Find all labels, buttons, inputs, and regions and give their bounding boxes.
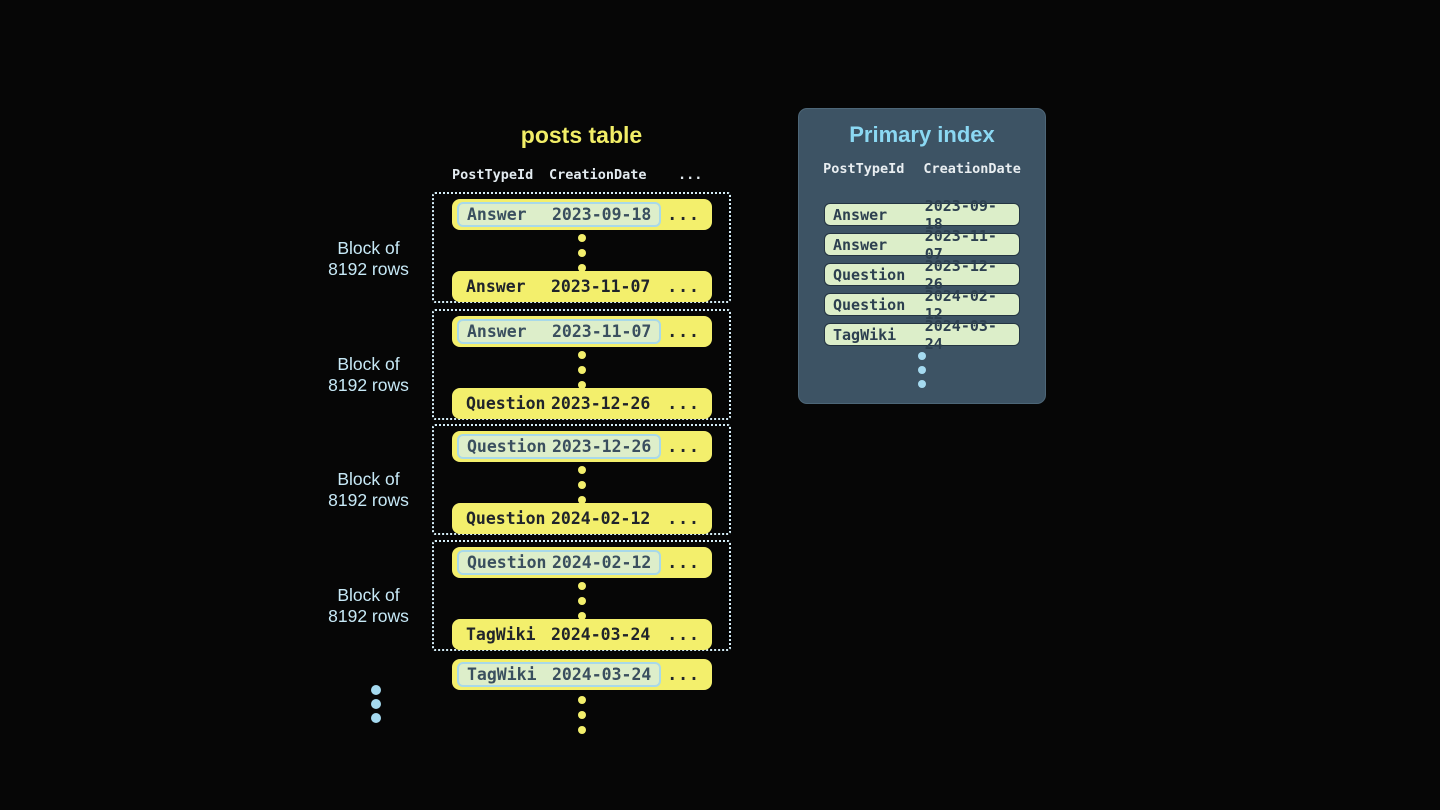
highlighted-index-entry: Question 2024-02-12 <box>457 550 662 575</box>
hidden-rows-dots <box>434 466 729 504</box>
entry-creationdate: 2023-09-18 <box>924 196 997 233</box>
column-header-posttypeid: PostTypeId <box>452 167 534 183</box>
block-label-line2: 8192 rows <box>328 606 409 626</box>
table-row: Question 2024-02-12 ... <box>452 503 712 534</box>
posts-block-2: Answer 2023-11-07 ... Question 2023-12-2… <box>432 309 731 420</box>
index-entry: Question 2023-12-26 <box>824 257 1020 293</box>
row-creationdate: 2023-12-26 <box>552 437 652 456</box>
block-label-line2: 8192 rows <box>328 259 409 279</box>
more-rows-dots <box>432 696 731 734</box>
index-entry: Answer 2023-09-18 <box>824 197 1020 233</box>
entry-posttypeid: Question <box>833 295 906 314</box>
entry-creationdate: 2024-02-12 <box>924 286 997 323</box>
row-creationdate: 2023-09-18 <box>552 205 652 224</box>
block-label-line1: Block of <box>337 238 400 258</box>
index-entry: TagWiki 2024-03-24 <box>824 317 1020 353</box>
column-header-creationdate: CreationDate <box>549 167 647 183</box>
block-label-line1: Block of <box>337 354 400 374</box>
primary-index-column-headers: PostTypeId CreationDate <box>799 161 1045 177</box>
primary-index-entries: Answer 2023-09-18 Answer 2023-11-07 Ques… <box>799 197 1045 353</box>
table-row: Question 2023-12-26 ... <box>452 431 712 462</box>
highlighted-index-entry: Question 2023-12-26 <box>457 434 662 459</box>
block-size-label: Block of 8192 rows <box>316 469 421 511</box>
block-label-line1: Block of <box>337 585 400 605</box>
column-header-posttypeid: PostTypeId <box>823 161 905 177</box>
more-blocks-dots <box>366 685 386 723</box>
block-label-line1: Block of <box>337 469 400 489</box>
row-ellipsis: ... <box>667 322 700 341</box>
block-label-line2: 8192 rows <box>328 375 409 395</box>
row-creationdate: 2024-03-24 <box>552 665 652 684</box>
entry-creationdate: 2024-03-24 <box>924 316 997 353</box>
row-ellipsis: ... <box>667 625 700 644</box>
table-row: TagWiki 2024-03-24 ... <box>452 619 712 650</box>
block-size-label: Block of 8192 rows <box>316 585 421 627</box>
row-posttypeid: Question <box>466 394 546 413</box>
hidden-rows-dots <box>434 234 729 272</box>
hidden-rows-dots <box>434 351 729 389</box>
posts-block-3: Question 2023-12-26 ... Question 2024-02… <box>432 424 731 535</box>
table-row: Question 2023-12-26 ... <box>452 388 712 419</box>
row-ellipsis: ... <box>667 553 700 572</box>
row-posttypeid: Question <box>467 437 547 456</box>
block-size-label: Block of 8192 rows <box>316 238 421 280</box>
highlighted-index-entry: Answer 2023-11-07 <box>457 319 662 344</box>
table-row: Answer 2023-09-18 ... <box>452 199 712 230</box>
table-row-next-block: TagWiki 2024-03-24 ... <box>452 659 712 690</box>
row-creationdate: 2023-12-26 <box>551 394 651 413</box>
entry-posttypeid: Answer <box>833 205 888 224</box>
posts-table-title: posts table <box>520 122 643 148</box>
entry-posttypeid: Question <box>833 265 906 284</box>
table-row: Answer 2023-11-07 ... <box>452 271 712 302</box>
row-creationdate: 2024-03-24 <box>551 625 651 644</box>
highlighted-index-entry: TagWiki 2024-03-24 <box>457 662 662 687</box>
column-header-creationdate: CreationDate <box>923 161 1021 177</box>
hidden-rows-dots <box>434 582 729 620</box>
entry-posttypeid: Answer <box>833 235 888 254</box>
table-row: Question 2024-02-12 ... <box>452 547 712 578</box>
row-posttypeid: Answer <box>467 322 527 341</box>
row-posttypeid: Question <box>467 553 547 572</box>
row-creationdate: 2024-02-12 <box>551 509 651 528</box>
row-ellipsis: ... <box>667 277 700 296</box>
block-label-line2: 8192 rows <box>328 490 409 510</box>
more-index-entries-dots <box>799 352 1045 388</box>
primary-index-panel: Primary index PostTypeId CreationDate An… <box>798 108 1046 404</box>
row-ellipsis: ... <box>667 509 700 528</box>
entry-posttypeid: TagWiki <box>833 325 897 344</box>
column-header-ellipsis: ... <box>678 167 703 183</box>
row-posttypeid: TagWiki <box>467 665 537 684</box>
posts-block-4: Question 2024-02-12 ... TagWiki 2024-03-… <box>432 540 731 651</box>
block-size-label: Block of 8192 rows <box>316 354 421 396</box>
row-ellipsis: ... <box>667 394 700 413</box>
row-ellipsis: ... <box>667 665 700 684</box>
row-posttypeid: Question <box>466 509 546 528</box>
highlighted-index-entry: Answer 2023-09-18 <box>457 202 662 227</box>
row-creationdate: 2024-02-12 <box>552 553 652 572</box>
row-creationdate: 2023-11-07 <box>551 277 651 296</box>
row-posttypeid: Answer <box>466 277 526 296</box>
entry-creationdate: 2023-11-07 <box>924 226 997 263</box>
row-creationdate: 2023-11-07 <box>552 322 652 341</box>
primary-index-title: Primary index <box>849 122 995 147</box>
index-entry: Question 2024-02-12 <box>824 287 1020 323</box>
row-ellipsis: ... <box>667 205 700 224</box>
row-ellipsis: ... <box>667 437 700 456</box>
posts-block-1: Answer 2023-09-18 ... Answer 2023-11-07 … <box>432 192 731 303</box>
row-posttypeid: TagWiki <box>466 625 536 644</box>
index-entry: Answer 2023-11-07 <box>824 227 1020 263</box>
posts-table-column-headers: PostTypeId CreationDate ... <box>452 167 720 183</box>
table-row: Answer 2023-11-07 ... <box>452 316 712 347</box>
row-posttypeid: Answer <box>467 205 527 224</box>
entry-creationdate: 2023-12-26 <box>924 256 997 293</box>
